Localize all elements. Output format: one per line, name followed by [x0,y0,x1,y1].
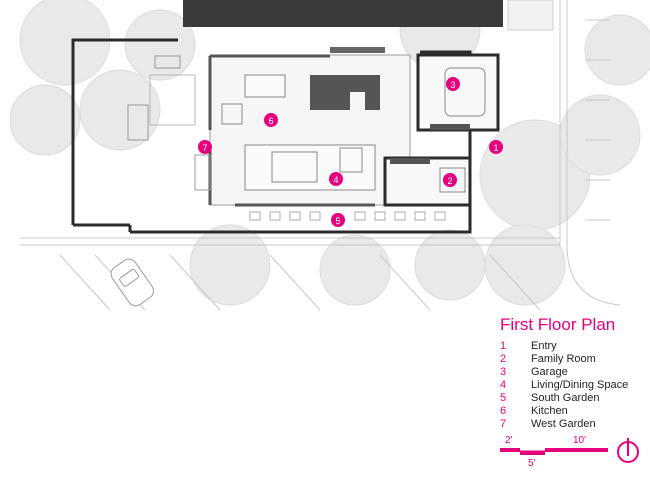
garage-room [416,53,500,132]
living-sofa [271,151,318,183]
marker-kitchen: 6 [264,113,278,127]
legend-label: Family Room [531,353,596,365]
legend-label: South Garden [531,392,600,404]
adjacent-building [183,0,503,27]
marker-south-garden: 5 [331,213,345,227]
marker-west-garden: 7 [198,140,212,154]
adjacent-stair [507,0,554,31]
marker-garage: 3 [446,77,460,91]
top-bench [330,47,385,53]
legend-item: 4 Living/Dining Space [500,379,628,392]
south-stones [249,211,446,221]
west-table [127,104,149,141]
legend-item: 7 West Garden [500,418,628,431]
north-arrow-icon [617,438,639,463]
svg-text:4: 4 [333,175,338,185]
top-car [154,55,181,69]
svg-text:6: 6 [268,116,273,126]
garage-car [444,67,486,117]
dining-table [339,147,363,173]
dining-table-kitchen [221,103,243,125]
dark-sofa [310,75,380,110]
family-sofa [439,167,466,193]
family-room [383,156,472,207]
svg-text:7: 7 [202,143,207,153]
svg-text:5: 5 [335,216,340,226]
legend-number: 5 [500,392,507,404]
scale-label-5ft: 5' [528,458,536,469]
legend-list: 1 Entry 2 Family Room 3 Garage 4 Living/Dini… [500,340,628,431]
svg-text:1: 1 [493,143,498,153]
legend-label: Kitchen [531,405,568,417]
property-walls [71,38,472,234]
legend-item: 6 Kitchen [500,405,628,418]
legend-label: West Garden [531,418,596,430]
west-pergola [149,74,196,126]
kitchen-island [244,74,286,98]
legend-label: Entry [531,340,557,352]
svg-text:3: 3 [450,80,455,90]
legend-item: 2 Family Room [500,353,628,366]
legend-label: Garage [531,366,568,378]
svg-text:2: 2 [447,176,452,186]
marker-entry: 1 [489,140,503,154]
legend-number: 6 [500,405,507,417]
legend-item: 3 Garage [500,366,628,379]
scale-label-2ft: 2' [505,435,513,446]
scale-bar [500,448,608,455]
car-icon [110,258,155,307]
legend-title: First Floor Plan [500,315,616,334]
legend-number: 3 [500,366,507,378]
garage-door [430,124,470,130]
scale-label-10ft: 10' [573,435,587,446]
legend-number: 4 [500,379,507,391]
west-seating [194,154,211,191]
legend-item: 5 South Garden [500,392,628,405]
family-cabinet [390,158,430,164]
legend-number: 2 [500,353,507,365]
room-markers: 1 2 3 4 5 6 7 [198,77,503,227]
marker-living-dining: 4 [329,172,343,186]
legend-item: 1 Entry [500,340,628,353]
legend-number: 1 [500,340,507,352]
legend-number: 7 [500,418,507,430]
legend-label: Living/Dining Space [531,379,629,391]
marker-family-room: 2 [443,173,457,187]
